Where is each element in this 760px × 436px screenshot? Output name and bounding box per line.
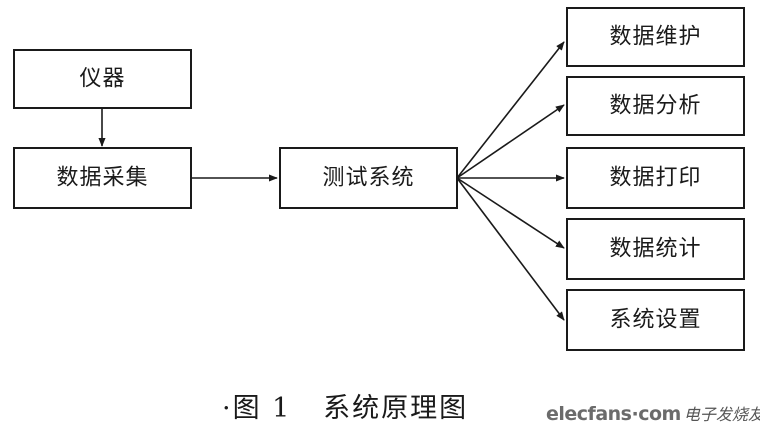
node-data-print: 数据打印 xyxy=(566,147,745,209)
edge-test-system-to-data-statistics xyxy=(456,177,565,249)
node-system-settings-label: 系统设置 xyxy=(609,308,701,333)
edge-test-system-to-data-maintenance xyxy=(456,41,565,179)
edge-test-system-to-system-settings xyxy=(456,177,565,321)
node-data-print-label: 数据打印 xyxy=(609,166,701,191)
node-instrument-box xyxy=(13,49,192,109)
node-data-maintenance-label: 数据维护 xyxy=(609,25,701,50)
node-system-settings: 系统设置 xyxy=(566,289,745,351)
figure-caption: ·图 1 系统原理图 xyxy=(222,393,469,424)
node-system-settings-box xyxy=(566,289,745,351)
node-data-statistics-box xyxy=(566,218,745,280)
node-test-system: 测试系统 xyxy=(279,147,458,209)
node-data-statistics: 数据统计 xyxy=(566,218,745,280)
node-test-system-box xyxy=(279,147,458,209)
node-data-acquisition: 数据采集 xyxy=(13,147,192,209)
node-data-analysis-label: 数据分析 xyxy=(609,94,701,119)
node-instrument: 仪器 xyxy=(13,49,192,109)
node-data-analysis-box xyxy=(566,76,745,136)
node-data-acquisition-label: 数据采集 xyxy=(56,166,148,191)
node-data-maintenance-box xyxy=(566,7,745,67)
node-data-analysis: 数据分析 xyxy=(566,76,745,136)
node-data-print-box xyxy=(566,147,745,209)
node-instrument-label: 仪器 xyxy=(79,67,125,92)
edges xyxy=(98,41,565,321)
watermark-cn: 电子发烧友 xyxy=(683,405,760,424)
edge-test-system-to-data-analysis xyxy=(456,104,565,179)
node-data-statistics-label: 数据统计 xyxy=(609,237,701,262)
node-data-acquisition-box xyxy=(13,147,192,209)
node-test-system-label: 测试系统 xyxy=(322,166,414,191)
watermark-brand: elecfans·com xyxy=(546,403,681,425)
node-data-maintenance: 数据维护 xyxy=(566,7,745,67)
